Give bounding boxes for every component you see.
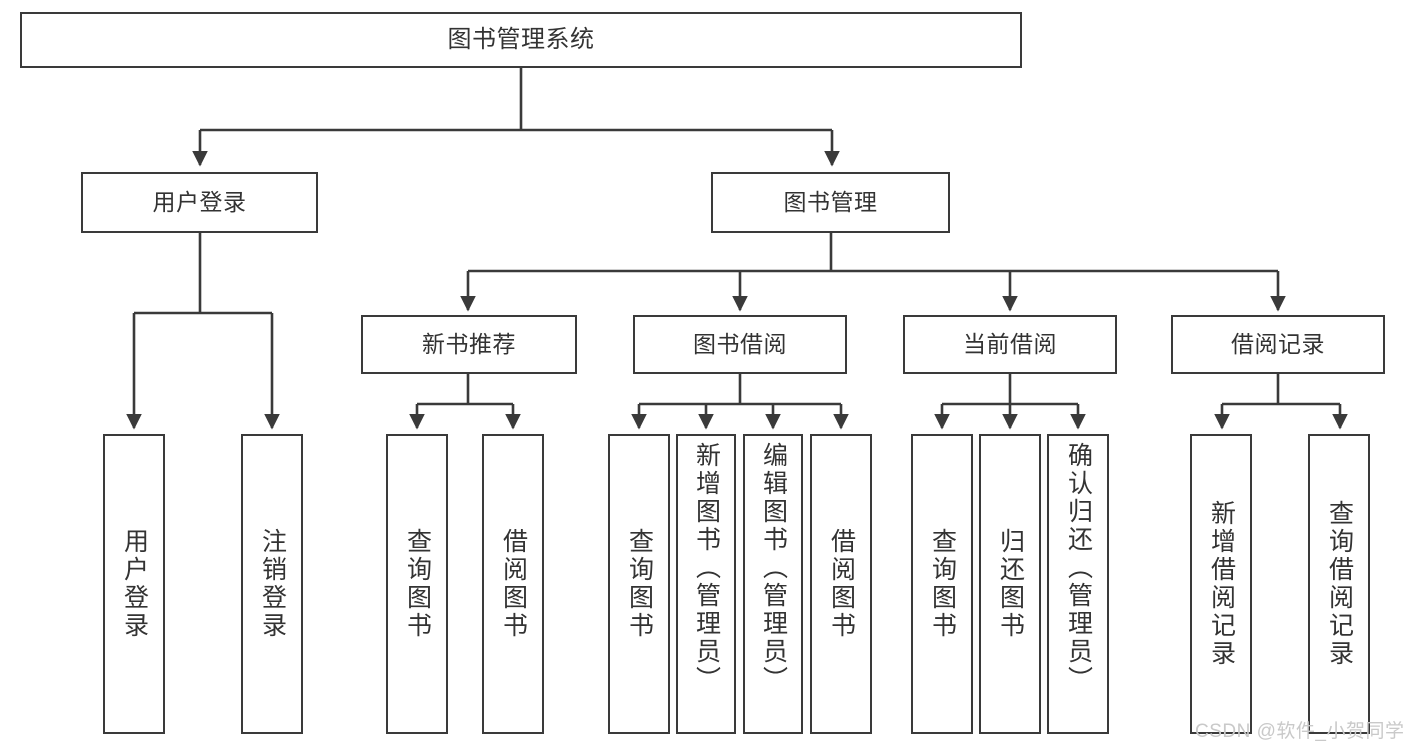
leaf-query-book-current[interactable]: 查询图书 — [911, 434, 973, 734]
node-label: 确认归还（管理员） — [1064, 442, 1093, 694]
node-label: 借阅图书 — [827, 528, 856, 640]
leaf-add-borrow-record[interactable]: 新增借阅记录 — [1190, 434, 1252, 734]
node-label: 编辑图书（管理员） — [759, 442, 788, 694]
node-label: 归还图书 — [996, 528, 1025, 640]
node-label: 图书借阅 — [693, 330, 787, 357]
leaf-query-borrow-record[interactable]: 查询借阅记录 — [1308, 434, 1370, 734]
leaf-borrow-book-recommend[interactable]: 借阅图书 — [482, 434, 544, 734]
node-label: 用户登录 — [152, 188, 247, 215]
node-label: 新增图书（管理员） — [692, 442, 721, 694]
node-label: 新增借阅记录 — [1207, 500, 1236, 668]
leaf-user-login[interactable]: 用户登录 — [103, 434, 165, 734]
leaf-return-book[interactable]: 归还图书 — [979, 434, 1041, 734]
node-label: 用户登录 — [120, 528, 149, 640]
leaf-edit-book[interactable]: 编辑图书（管理员） — [743, 434, 803, 734]
node-new-book-recommend[interactable]: 新书推荐 — [361, 315, 577, 374]
node-label: 借阅图书 — [499, 528, 528, 640]
node-label: 借阅记录 — [1231, 330, 1325, 357]
leaf-borrow-book[interactable]: 借阅图书 — [810, 434, 872, 734]
node-root-book-management-system[interactable]: 图书管理系统 — [20, 12, 1022, 68]
leaf-query-book-recommend[interactable]: 查询图书 — [386, 434, 448, 734]
node-label: 查询图书 — [625, 528, 654, 640]
node-book-management[interactable]: 图书管理 — [711, 172, 950, 233]
node-label: 查询图书 — [928, 528, 957, 640]
node-label: 查询图书 — [403, 528, 432, 640]
node-current-borrow[interactable]: 当前借阅 — [903, 315, 1117, 374]
leaf-query-book-borrow[interactable]: 查询图书 — [608, 434, 670, 734]
node-label: 图书管理系统 — [447, 25, 595, 53]
node-label: 图书管理 — [783, 188, 878, 215]
leaf-logout-login[interactable]: 注销登录 — [241, 434, 303, 734]
leaf-confirm-return[interactable]: 确认归还（管理员） — [1047, 434, 1109, 734]
leaf-add-book[interactable]: 新增图书（管理员） — [676, 434, 736, 734]
csdn-watermark: CSDN @软件_小贺同学 — [1195, 721, 1405, 742]
node-label: 新书推荐 — [422, 330, 516, 357]
node-book-borrow[interactable]: 图书借阅 — [633, 315, 847, 374]
node-label: 注销登录 — [258, 528, 287, 640]
node-user-login[interactable]: 用户登录 — [81, 172, 318, 233]
node-borrow-record[interactable]: 借阅记录 — [1171, 315, 1385, 374]
node-label: 当前借阅 — [963, 330, 1057, 357]
node-label: 查询借阅记录 — [1325, 500, 1354, 668]
